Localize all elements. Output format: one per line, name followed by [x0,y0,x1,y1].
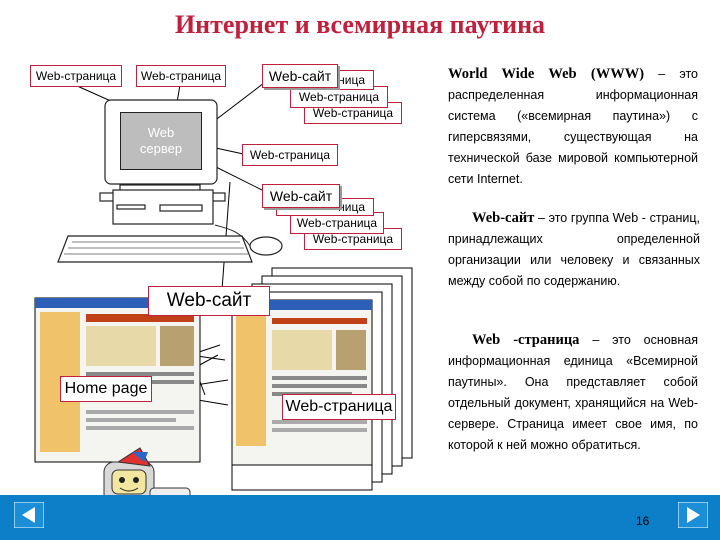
right-arrow-icon[interactable] [678,502,708,528]
www-definition: World Wide Web (WWW) – это распределенна… [448,64,698,190]
www-text: – это распределенная информационная сист… [448,67,698,186]
www-term: World Wide Web (WWW) [448,66,644,82]
web-page-box-2: Web-страница [136,65,226,87]
web-site-box-lower: Web-сайт [262,184,340,208]
site-term: Web-сайт [448,210,534,226]
page-term: Web -страница [448,332,579,348]
site-definition: Web-сайт – это группа Web - страниц, при… [448,208,700,292]
web-page-box-middle: Web-страница [242,144,338,166]
page-definition: Web -страница – это основная информацион… [448,330,698,456]
left-arrow-icon[interactable] [14,502,44,528]
web-page-box-1: Web-страница [30,65,122,87]
bottom-bar [0,495,720,540]
server-label: Web сервер [140,125,182,157]
web-server: Web сервер [120,112,202,170]
page-text: – это основная информационная единица «В… [448,333,698,452]
home-page-label: Home page [60,376,152,402]
page-number: 16 [636,514,649,528]
web-page-big-label: Web-страница [282,394,396,420]
web-site-big-label: Web-сайт [148,286,270,316]
web-site-box-upper: Web-сайт [262,64,338,88]
